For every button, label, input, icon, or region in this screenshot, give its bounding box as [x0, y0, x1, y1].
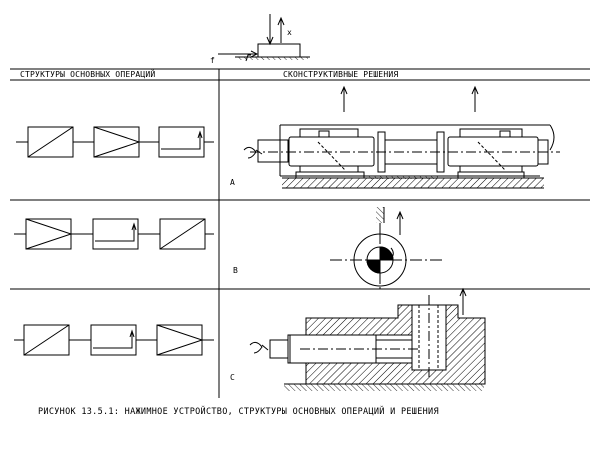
pressed-block [257, 43, 301, 58]
row-letter-a: A [230, 178, 236, 187]
friction-mark [245, 54, 251, 62]
block-a3 [158, 126, 205, 158]
solution-c [249, 287, 486, 391]
figure-caption: РИСУНОК 13.5.1: НАЖИМНОЕ УСТРОЙСТВО, СТР… [38, 407, 439, 417]
f-arrow-head [250, 50, 259, 58]
table-frame [10, 68, 590, 398]
top-press-sketch [218, 14, 310, 62]
structure-row-c [14, 324, 214, 356]
block-c2 [90, 324, 137, 356]
row-letter-c: C [230, 373, 236, 382]
structure-row-a [16, 126, 214, 158]
f-label: f [210, 56, 216, 65]
row-letter-b: B [233, 266, 239, 275]
solution-b [330, 207, 445, 290]
x-arrow-up-head [277, 16, 285, 26]
x-label: x [287, 28, 293, 37]
structure-row-b [14, 218, 214, 250]
block-a2 [93, 126, 140, 158]
solution-a [243, 85, 560, 189]
block-c3 [156, 324, 203, 356]
header-solutions: СКОНСТРУКТИВНЫЕ РЕШЕНИЯ [283, 70, 399, 79]
force-arrow-down-head [266, 36, 274, 46]
base-hatch [236, 57, 308, 60]
block-b1 [25, 218, 72, 250]
header-structures: СТРУКТУРЫ ОСНОВНЫХ ОПЕРАЦИЙ [20, 70, 156, 79]
block-b2 [92, 218, 139, 250]
